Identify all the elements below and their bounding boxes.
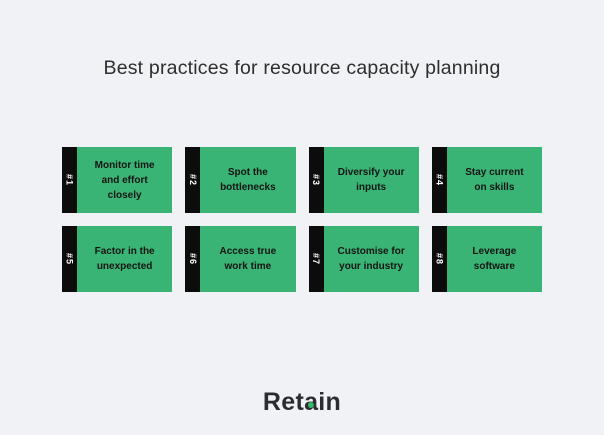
card-label: Leverage software bbox=[472, 246, 517, 272]
card-number: #7 bbox=[311, 252, 321, 265]
card-number-strip: #6 bbox=[185, 226, 201, 292]
practice-card-6: #6 Access true work time bbox=[185, 226, 296, 292]
card-label: Monitor time and effort closely bbox=[94, 159, 155, 201]
card-label: Stay current on skills bbox=[465, 167, 524, 193]
retain-logo: Retain bbox=[263, 388, 341, 417]
card-number: #1 bbox=[64, 173, 75, 186]
practice-card-7: #7 Customise for your industry bbox=[308, 226, 419, 292]
page-title: Best practices for resource capacity pla… bbox=[103, 57, 501, 79]
practice-card-1: #1 Monitor time and effort closely bbox=[62, 147, 173, 213]
card-number-strip: #8 bbox=[431, 226, 447, 292]
card-number-strip: #2 bbox=[185, 147, 201, 213]
practice-card-5: #5 Factor in the unexpected bbox=[62, 226, 173, 292]
practice-card-2: #2 Spot the bottlenecks bbox=[185, 147, 296, 213]
card-number: #2 bbox=[187, 173, 198, 186]
logo-text-in: in bbox=[318, 388, 342, 416]
card-label: Customise for your industry bbox=[337, 246, 405, 272]
card-number: #3 bbox=[311, 173, 321, 186]
card-label: Factor in the unexpected bbox=[94, 246, 155, 272]
card-number: #8 bbox=[434, 252, 445, 265]
card-number-strip: #3 bbox=[308, 147, 324, 213]
practice-cards-grid: #1 Monitor time and effort closely #2 Sp… bbox=[62, 147, 542, 292]
practice-card-3: #3 Diversify your inputs bbox=[308, 147, 419, 213]
practice-card-8: #8 Leverage software bbox=[431, 226, 542, 292]
card-number-strip: #5 bbox=[62, 226, 77, 292]
card-number-strip: #1 bbox=[62, 147, 77, 213]
card-number-strip: #4 bbox=[431, 147, 447, 213]
card-number: #4 bbox=[434, 173, 445, 186]
practice-card-4: #4 Stay current on skills bbox=[431, 147, 542, 213]
card-label: Diversify your inputs bbox=[337, 167, 405, 193]
card-number-strip: #7 bbox=[308, 226, 324, 292]
card-label: Access true work time bbox=[219, 246, 277, 272]
logo-dot-icon bbox=[308, 401, 315, 408]
logo-letter-a: a bbox=[304, 388, 318, 417]
card-number: #6 bbox=[187, 252, 198, 265]
logo-text-ret: Ret bbox=[262, 388, 305, 416]
card-label: Spot the bottlenecks bbox=[220, 167, 276, 193]
card-number: #5 bbox=[64, 252, 75, 265]
